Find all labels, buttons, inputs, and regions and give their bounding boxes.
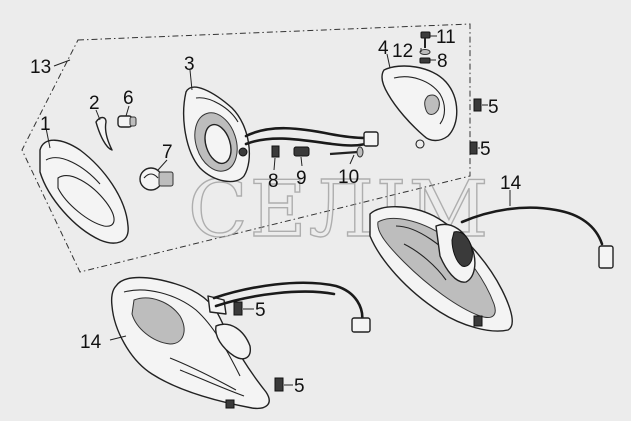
callout-14-right: 14 [500, 173, 522, 194]
part-8-clip-lower [271, 145, 280, 158]
callout-13: 13 [30, 57, 51, 78]
callout-3: 3 [184, 54, 195, 75]
part-5-clip-b [469, 141, 478, 155]
callout-2: 2 [89, 93, 100, 114]
part-11-bolt [420, 31, 431, 48]
callout-5-b: 5 [480, 139, 491, 160]
part-5-clip-a [473, 98, 482, 112]
part-5-clip-d [274, 377, 284, 392]
callout-5-c: 5 [255, 300, 266, 321]
part-9-rubber-pad [293, 146, 310, 157]
part-12-washer [419, 49, 431, 55]
part-5-clip-c [233, 301, 243, 316]
callout-8-upper: 8 [437, 51, 448, 72]
callout-11: 11 [436, 27, 456, 48]
callout-8-lower: 8 [268, 171, 279, 192]
callout-5-d: 5 [294, 376, 305, 397]
part-14-headlight-assembly-right [369, 206, 614, 332]
callout-12: 12 [392, 41, 413, 62]
part-4-mounting-bracket [381, 65, 458, 149]
part-2-bracket [95, 116, 113, 151]
callout-5-a: 5 [488, 97, 499, 118]
part-3-reflector-housing [183, 86, 379, 183]
part-7-headlight-bulb [139, 167, 174, 191]
part-6-small-bulb [117, 115, 137, 128]
callout-4: 4 [378, 38, 389, 59]
callout-1: 1 [40, 114, 51, 135]
callout-7: 7 [162, 142, 173, 163]
leader-lines [45, 35, 511, 386]
callout-14-left: 14 [80, 332, 102, 353]
assembly-outline-13 [21, 23, 471, 273]
part-1-trim-ring [39, 139, 129, 244]
callout-6: 6 [123, 88, 134, 109]
callout-10: 10 [338, 167, 359, 188]
callout-9: 9 [296, 168, 307, 189]
part-10-screw [329, 146, 364, 158]
part-8-clip-upper [419, 57, 431, 64]
part-14-headlight-housing-left [110, 276, 371, 410]
